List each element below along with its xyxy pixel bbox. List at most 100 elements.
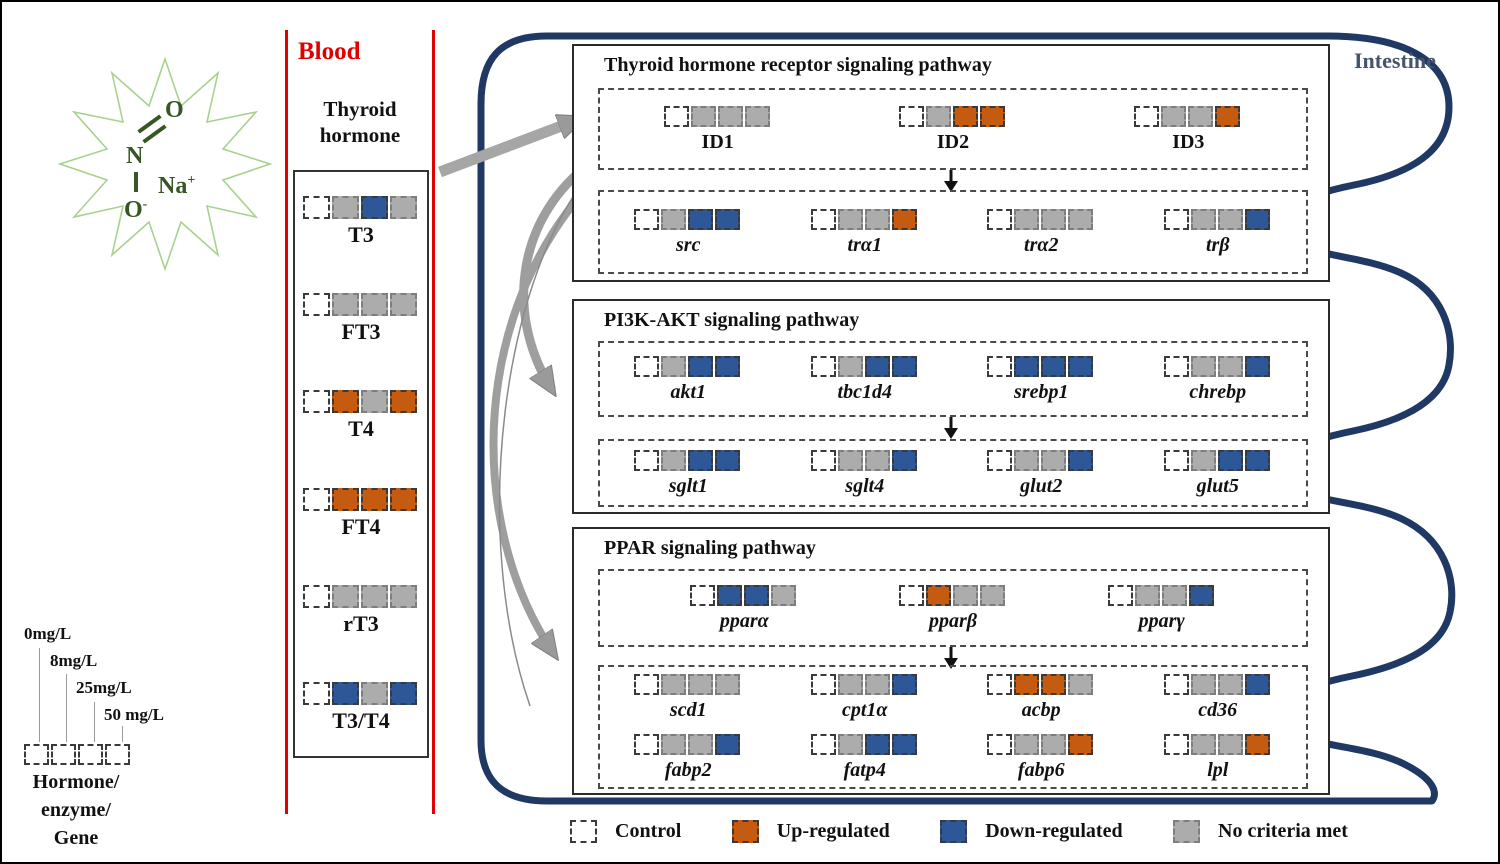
- dose-strip: [1163, 356, 1272, 377]
- dose-cell-down: [1068, 356, 1094, 377]
- dose-cell-none: [661, 450, 687, 471]
- dose-cell-up: [1215, 106, 1241, 127]
- legend-swatch-none: [1173, 820, 1201, 843]
- dose-cell-none: [925, 106, 951, 127]
- gene-acbp: acbp: [987, 674, 1095, 720]
- gene-label: ID2: [936, 131, 970, 153]
- sodium-symbol: Na: [158, 173, 188, 199]
- gene-lpl: lpl: [1163, 734, 1272, 780]
- dose-cell-none: [864, 209, 890, 230]
- dose-cell-control: [634, 209, 660, 230]
- dose-cell-none: [837, 450, 863, 471]
- dose-cell-control: [634, 734, 660, 755]
- dose-cell-none: [1190, 450, 1216, 471]
- dose-cell-control: [810, 209, 836, 230]
- dose-strip: [810, 450, 919, 471]
- gene-ID3: ID3: [1134, 106, 1242, 152]
- gene-label: pparα: [719, 610, 769, 632]
- gene-label: cd36: [1198, 699, 1238, 721]
- dose-cell-control: [105, 744, 130, 765]
- dose-cell-down: [688, 450, 714, 471]
- dose-cell-down: [1217, 450, 1243, 471]
- dose-strip: [987, 674, 1095, 695]
- gene-label: acbp: [1021, 699, 1061, 721]
- down-arrow-icon: [942, 647, 960, 674]
- dose-cell-down: [715, 356, 741, 377]
- dose-cell-up: [390, 487, 417, 511]
- arrow-hairline: [498, 165, 597, 707]
- dose-strip: [1163, 450, 1272, 471]
- dose-cell-control: [1163, 734, 1189, 755]
- dose-cell-down: [717, 585, 743, 606]
- gene-label: ID1: [701, 131, 734, 153]
- dose-cell-none: [1217, 209, 1243, 230]
- dose-cell-none: [837, 734, 863, 755]
- gene-label: T4: [348, 416, 374, 442]
- dose-cell-none: [332, 292, 359, 316]
- dose-cell-up: [1041, 674, 1067, 695]
- dose-strip: [987, 450, 1095, 471]
- legend-swatch-control: [570, 820, 597, 843]
- dose-cell-control: [898, 106, 924, 127]
- dose-cell-control: [1107, 585, 1133, 606]
- dose-cell-down: [1014, 356, 1040, 377]
- dose-strip: [634, 734, 742, 755]
- dose-callout-line: [122, 726, 123, 742]
- dose-cell-none: [744, 106, 770, 127]
- gene-ppar: pparβ: [898, 585, 1007, 631]
- arrow-blood-to-thyroid-pathway: [438, 113, 580, 178]
- dose-cell-control: [898, 585, 924, 606]
- dose-cell-none: [661, 356, 687, 377]
- dose-cell-up: [979, 106, 1005, 127]
- dose-cell-none: [1188, 106, 1214, 127]
- gene-T4: T4: [303, 390, 419, 440]
- gene-label: src: [676, 234, 701, 256]
- dose-cell-none: [390, 584, 417, 608]
- dose-cell-control: [51, 744, 76, 765]
- gene-label: rT3: [343, 610, 379, 636]
- dose-label-0: 0mg/L: [24, 624, 72, 643]
- down-arrow-icon: [942, 417, 960, 444]
- oxygen-bottom-symbol: O: [124, 197, 143, 223]
- dose-cell-down: [1244, 209, 1270, 230]
- gene-label: trα2: [1024, 234, 1059, 256]
- dose-caption-line: Gene: [53, 827, 99, 849]
- dose-strip: [898, 585, 1007, 606]
- legend-label: No criteria met: [1218, 820, 1348, 842]
- gene-ppar: pparα: [690, 585, 798, 631]
- dose-strip: [690, 585, 798, 606]
- legend-item-up: Up-regulated: [731, 820, 890, 843]
- oxygen-charge: -: [142, 197, 148, 212]
- dose-label-25: 25mg/L: [76, 678, 132, 697]
- oxygen-bottom-label: O-: [124, 197, 148, 223]
- dose-cell-none: [688, 734, 714, 755]
- gene-FT3: FT3: [303, 292, 419, 343]
- legend-item-none: No criteria met: [1173, 820, 1348, 843]
- dose-cell-down: [1041, 356, 1067, 377]
- legend-label: Up-regulated: [776, 820, 890, 842]
- dose-cell-none: [837, 356, 863, 377]
- dose-cell-down: [1068, 450, 1094, 471]
- gene-label: glut2: [1020, 475, 1063, 497]
- dose-strip: [987, 209, 1095, 230]
- dose-cell-none: [332, 584, 359, 608]
- dose-cell-down: [390, 682, 417, 706]
- dose-cell-none: [1014, 734, 1040, 755]
- dose-cell-none: [661, 209, 687, 230]
- gene-src: src: [634, 209, 742, 255]
- gene-akt1: akt1: [634, 356, 742, 402]
- dose-cell-none: [361, 584, 388, 608]
- dose-cell-none: [332, 195, 359, 219]
- dose-cell-control: [663, 106, 689, 127]
- dose-cell-control: [810, 734, 836, 755]
- legend-label: Down-regulated: [985, 820, 1123, 842]
- dose-cell-control: [303, 584, 330, 608]
- dose-cell-none: [1134, 585, 1160, 606]
- dose-cell-down: [744, 585, 770, 606]
- dose-cell-down: [715, 450, 741, 471]
- gene-label: glut5: [1196, 475, 1239, 497]
- gene-rT3: rT3: [303, 584, 419, 636]
- dose-cell-control: [1163, 450, 1189, 471]
